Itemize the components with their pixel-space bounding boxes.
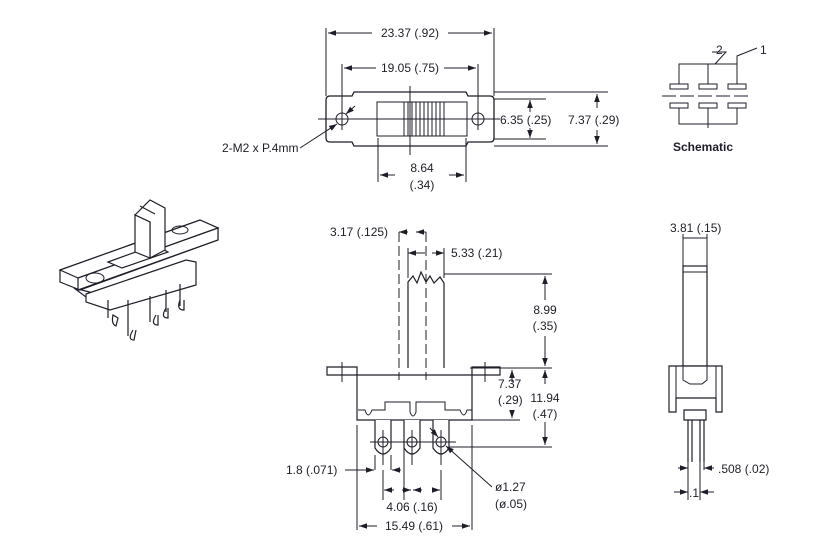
body-height-mm: 7.37 (498, 377, 522, 391)
hole-spacing-dim: 19.05 (.75) (381, 61, 439, 75)
schematic-title: Schematic (673, 140, 733, 154)
front-view: 3.17 (.125) 5.33 (.21) 8.99 (.35) 7.37 (… (286, 225, 560, 533)
actuator-height-mm: 8.99 (533, 303, 557, 317)
overall-height-dim: 7.37 (.29) (568, 113, 619, 127)
actuator-width-in: (.34) (410, 178, 435, 192)
actuator-thickness-dim: 3.81 (.15) (670, 221, 721, 235)
total-height-mm: 11.94 (530, 391, 559, 405)
overall-width-dim: 23.37 (.92) (381, 26, 439, 40)
isometric-view (58, 199, 220, 341)
actuator-width-mm: 8.64 (410, 161, 434, 175)
schematic: 2 1 Schematic (662, 43, 767, 154)
hole-diameter-in: (ø.05) (495, 497, 527, 511)
body-height-dim: 6.35 (.25) (500, 113, 551, 127)
offset-dim: 3.17 (.125) (330, 225, 388, 239)
actuator-height-in: (.35) (533, 319, 558, 333)
total-height-in: (.47) (533, 407, 558, 421)
body-width-dim: 15.49 (.61) (385, 519, 443, 533)
actuator-width-dim: 5.33 (.21) (451, 246, 502, 260)
terminal-thickness-dim: .508 (.02) (718, 462, 769, 476)
terminals (370, 420, 456, 465)
terminal-width-dim: 1.8 (.071) (286, 463, 337, 477)
schematic-pin-1: 1 (760, 43, 767, 57)
terminal-pitch-dim: 4.06 (.16) (386, 500, 437, 514)
hole-diameter-mm: ø1.27 (495, 480, 526, 494)
terminal-gap-dim: .1 (689, 486, 699, 500)
body-height-in: (.29) (498, 393, 523, 407)
schematic-pin-2: 2 (716, 43, 723, 57)
top-view: 23.37 (.92) 19.05 (.75) 6.35 (.25) 7.37 … (222, 26, 619, 192)
side-view: 3.81 (.15) .508 (.02) .1 (668, 221, 769, 500)
mounting-holes-label: 2-M2 x P.4mm (222, 141, 298, 155)
